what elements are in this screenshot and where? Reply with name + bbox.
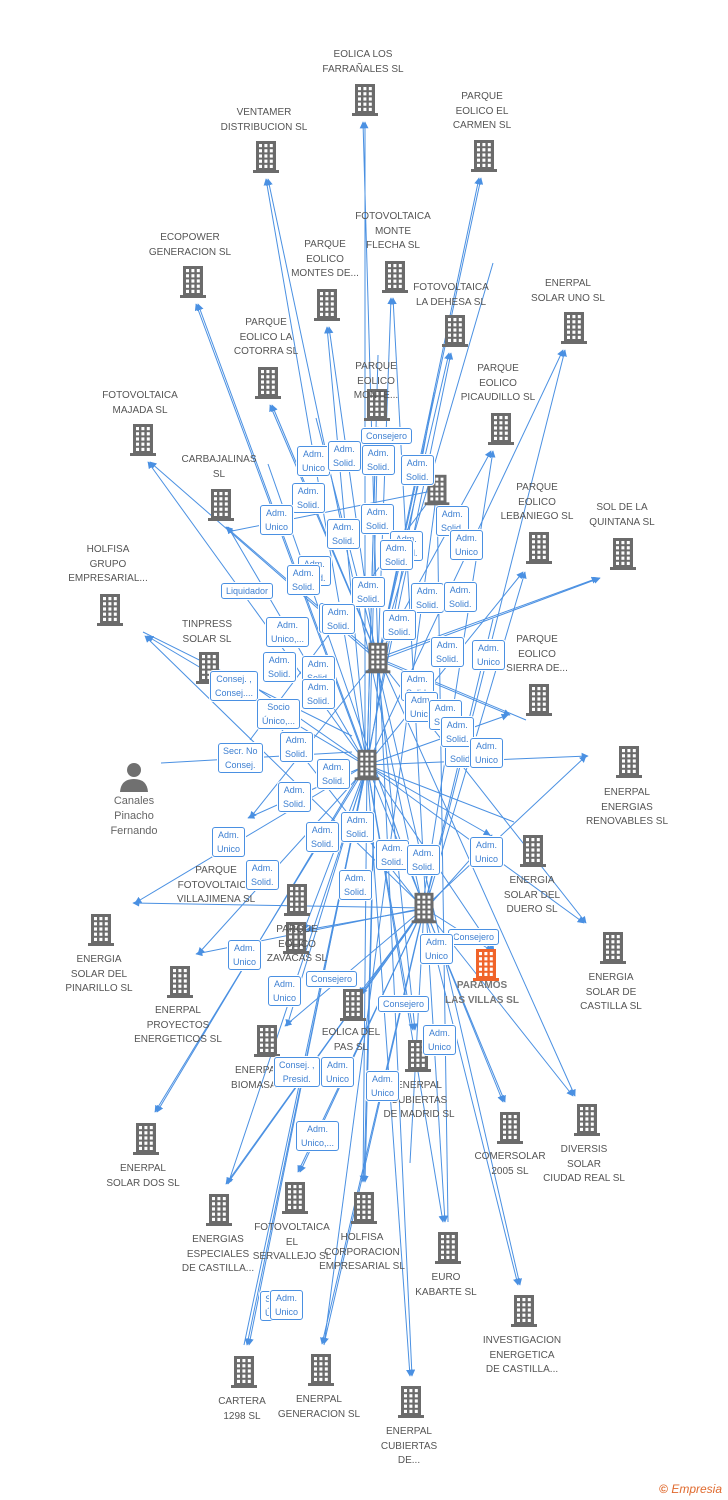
role-badge[interactable]: Adm. Solid. — [292, 483, 325, 513]
role-badge[interactable]: Consejero — [378, 996, 430, 1012]
role-badge[interactable]: Adm. Solid. — [246, 860, 279, 890]
company-label[interactable]: PARQUE EOLICO LA COTORRA SL — [233, 317, 299, 357]
company-label[interactable]: TINPRESS SOLAR SL — [181, 619, 232, 645]
role-badge[interactable]: Adm. Unico — [366, 1071, 400, 1101]
role-badge[interactable]: Consej. , Presid. — [274, 1057, 320, 1087]
role-badge[interactable]: Adm. Unico,... — [296, 1121, 340, 1151]
role-badge[interactable]: Adm. Solid. — [280, 732, 313, 762]
company-label[interactable]: CARTERA 1298 SL — [218, 1396, 266, 1422]
role-badge[interactable]: Adm. Unico,... — [266, 617, 310, 647]
role-badge[interactable]: Adm. Solid. — [339, 870, 372, 900]
role-badge[interactable]: Adm. Unico — [270, 1290, 304, 1320]
company-label[interactable]: ENERGIAS ESPECIALES DE CASTILLA... — [181, 1234, 255, 1274]
role-badge[interactable]: Adm. Solid. — [362, 445, 395, 475]
role-badge[interactable]: Socio Único,... — [257, 699, 301, 729]
company-label[interactable]: ECOPOWER GENERACION SL — [148, 232, 232, 258]
company-label[interactable]: FOTOVOLTAICA LA DEHESA SL — [413, 282, 489, 308]
person-name[interactable]: Canales Pinacho Fernando — [110, 795, 158, 837]
role-badge[interactable]: Adm. Solid. — [317, 759, 350, 789]
role-badge[interactable]: Adm. Unico — [321, 1057, 355, 1087]
company-label[interactable]: PARQUE EOLICO PICAUDILLO SL — [460, 363, 536, 403]
company-label[interactable]: FOTOVOLTAICA EL SERVALLEJO SL — [252, 1222, 332, 1262]
company-label[interactable]: ENERPAL CUBIERTAS DE MADRID SL — [383, 1080, 455, 1120]
company-label[interactable]: ENERPAL PROYECTOS ENERGETICOS SL — [134, 1005, 222, 1045]
company-label[interactable]: PARQUE EOLICO EL CARMEN SL — [452, 91, 512, 131]
company-label[interactable]: EOLICA LOS FARRAÑALES SL — [322, 49, 404, 75]
role-badge[interactable]: Liquidador — [221, 583, 274, 599]
role-badge[interactable]: Adm. Unico — [450, 530, 484, 560]
role-badge[interactable]: Adm. Unico — [470, 738, 504, 768]
role-badge[interactable]: Adm. Solid. — [341, 812, 374, 842]
role-badge[interactable]: Adm. Unico — [212, 827, 246, 857]
company-label[interactable]: ENERPAL GENERACION SL — [277, 1394, 361, 1420]
role-badge[interactable]: Secr. No Consej. — [218, 743, 263, 773]
company-label[interactable]: PARQUE EOLICO MONTE... — [353, 361, 399, 401]
company-label[interactable]: ENERPAL SOLAR DOS SL — [106, 1163, 180, 1189]
company-label[interactable]: SOL DE LA QUINTANA SL — [589, 502, 655, 528]
company-label[interactable]: ENERPAL ENERGIAS RENOVABLES SL — [585, 787, 669, 827]
role-badge[interactable]: Adm. Unico — [472, 640, 506, 670]
company-label[interactable]: EOLICA DEL PAS SL — [321, 1027, 381, 1053]
company-label[interactable]: ENERPAL BIOMASA... — [231, 1065, 285, 1091]
role-badge[interactable]: Adm. Solid. — [376, 840, 409, 870]
company-label[interactable]: COMERSOLAR 2005 SL — [474, 1151, 546, 1177]
brand-watermark[interactable]: © Empresia — [659, 1482, 722, 1496]
company-label[interactable]: CARBAJALINAS SL — [181, 454, 257, 480]
company-label[interactable]: ENERGIA SOLAR DEL PINARILLO SL — [65, 954, 133, 994]
role-badge[interactable]: Adm. Solid. — [361, 504, 394, 534]
role-badge[interactable]: Adm. Solid. — [441, 717, 474, 747]
role-badge[interactable]: Adm. Unico — [228, 940, 262, 970]
company-label[interactable]: ENERPAL CUBIERTAS DE... — [380, 1426, 438, 1466]
role-badge[interactable]: Adm. Solid. — [278, 782, 311, 812]
role-badge[interactable]: Adm. Solid. — [431, 637, 464, 667]
role-badge[interactable]: Consej. , Consej.... — [210, 671, 259, 701]
company-label[interactable]: ENERPAL SOLAR UNO SL — [531, 278, 605, 304]
role-badge[interactable]: Adm. Unico — [420, 934, 454, 964]
company-label[interactable]: ENERGIA SOLAR DEL DUERO SL — [503, 875, 561, 915]
role-badge[interactable]: Adm. Solid. — [444, 582, 477, 612]
role-badge[interactable]: Adm. Solid. — [407, 845, 440, 875]
brand-name: Empresia — [671, 1482, 722, 1496]
company-label[interactable]: HOLFISA GRUPO EMPRESARIAL... — [68, 544, 148, 584]
company-label[interactable]: EURO KABARTE SL — [415, 1272, 477, 1298]
company-label[interactable]: VENTAMER DISTRIBUCION SL — [220, 107, 308, 133]
copyright-icon: © — [659, 1482, 668, 1496]
role-badge[interactable]: Adm. Solid. — [328, 441, 361, 471]
role-badge[interactable]: Adm. Solid. — [322, 604, 355, 634]
company-label[interactable]: PARQUE EOLICO MONTES DE... — [291, 239, 359, 279]
role-badge[interactable]: Adm. Solid. — [411, 583, 444, 613]
role-badge[interactable]: Adm. Unico — [260, 505, 294, 535]
role-badge[interactable]: Consejero — [448, 929, 500, 945]
company-label[interactable]: PARQUE EOLICO ZAVACAS SL — [266, 924, 328, 964]
role-badge[interactable]: Adm. Unico — [297, 446, 331, 476]
company-label[interactable]: ENERGIA SOLAR DE CASTILLA SL — [580, 972, 642, 1012]
company-label[interactable]: DIVERSIS SOLAR CIUDAD REAL SL — [543, 1144, 625, 1184]
role-badge[interactable]: Adm. Solid. — [287, 565, 320, 595]
company-label[interactable]: INVESTIGACION ENERGETICA DE CASTILLA... — [482, 1335, 562, 1375]
role-badge[interactable]: Adm. Unico — [423, 1025, 457, 1055]
company-label[interactable]: PARAMOS LAS VILLAS SL — [445, 980, 519, 1006]
company-label[interactable]: PARQUE FOTOVOLTAICO VILLAJIMENA SL — [176, 865, 256, 905]
role-badge[interactable]: Adm. Solid. — [401, 455, 434, 485]
role-badge[interactable]: Adm. Unico — [268, 976, 302, 1006]
role-badge[interactable]: Consejero — [361, 428, 413, 444]
role-badge[interactable]: Adm. Solid. — [380, 540, 413, 570]
role-badge[interactable]: Adm. Solid. — [263, 652, 296, 682]
role-badge[interactable]: Adm. Solid. — [306, 822, 339, 852]
role-badge[interactable]: Adm. Unico — [470, 837, 504, 867]
company-label[interactable]: PARQUE EOLICO SIERRA DE... — [506, 634, 568, 674]
company-label[interactable]: FOTOVOLTAICA MONTE FLECHA SL — [355, 211, 431, 251]
role-badge[interactable]: Adm. Solid. — [327, 519, 360, 549]
company-label[interactable]: PARQUE EOLICO LEBANIEGO SL — [500, 482, 574, 522]
company-label[interactable]: FOTOVOLTAICA MAJADA SL — [102, 390, 178, 416]
company-label[interactable]: HOLFISA CORPORACION EMPRESARIAL SL — [319, 1232, 405, 1272]
role-badge[interactable]: Consejero — [306, 971, 358, 987]
role-badge[interactable]: Adm. Solid. — [383, 610, 416, 640]
role-badge[interactable]: Adm. Solid. — [302, 679, 335, 709]
role-badge[interactable]: Adm. Solid. — [352, 577, 385, 607]
